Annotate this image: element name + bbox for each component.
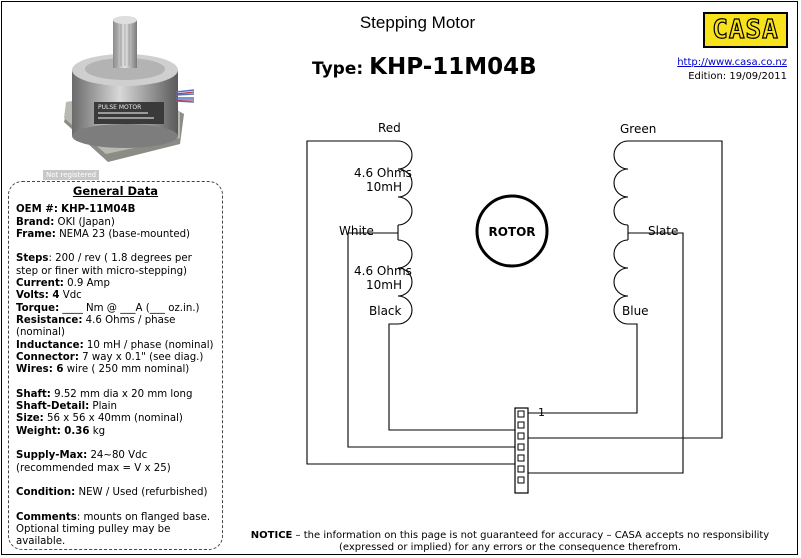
brand-row: Brand: OKI (Japan) — [16, 216, 115, 228]
wire-green-label: Green — [620, 122, 656, 136]
motor-bottom-rim — [72, 124, 178, 148]
wire-red-label: Red — [378, 121, 401, 135]
connector-pin-7 — [517, 476, 525, 484]
rotor-circle — [475, 194, 549, 268]
motor-shaft-end — [113, 16, 137, 24]
coil-1-winding — [397, 140, 413, 226]
coil-1-ohms: 4.6 Ohms — [354, 166, 412, 180]
motor-shaft-splines — [116, 22, 134, 66]
connector-pin-1 — [517, 410, 525, 418]
wire-slate — [528, 225, 684, 474]
general-data-heading: General Data — [72, 184, 159, 198]
resistance-row: Resistance: 4.6 Ohms / phase (nominal) — [16, 314, 176, 339]
connector-pin-5 — [517, 454, 525, 462]
volts-row: Volts: 4 Vdc — [16, 290, 82, 302]
general-data-panel: General Data OEM #: KHP-11M04B Brand: OK… — [8, 181, 223, 550]
page-title: Stepping Motor — [359, 13, 476, 32]
website-link[interactable]: http://www.casa.co.nz — [677, 57, 787, 68]
connector-pin-2 — [517, 421, 525, 429]
coil-2-inductance: 10mH — [366, 278, 402, 292]
inductance-row: Inductance: 10 mH / phase (nominal) — [16, 339, 214, 351]
connector-pin-4 — [517, 443, 525, 451]
wire-white — [347, 225, 516, 448]
motor-label-lines — [98, 112, 148, 114]
comments-row: Comments: mounts on flanged base. Option… — [16, 511, 211, 548]
frame-row: Frame: NEMA 23 (base-mounted) — [16, 228, 191, 240]
type-label: Type: — [312, 59, 364, 79]
coil-2-winding — [397, 239, 413, 325]
casa-logo: CASA — [703, 12, 788, 48]
connector-pin-3 — [517, 432, 525, 440]
type-line: Type:KHP-11M04B — [312, 54, 537, 80]
shaft-row: Shaft: 9.52 mm dia x 20 mm long — [16, 388, 193, 400]
current-row: Current: 0.9 Amp — [16, 278, 110, 290]
wire-slate-label: Slate — [648, 224, 678, 238]
casa-logo-text: CASA — [712, 14, 779, 45]
edition-date: Edition: 19/09/2011 — [688, 71, 787, 82]
motor-photo: PULSE MOTOR — [64, 16, 195, 162]
motor-top-inner — [85, 58, 165, 80]
wire-red — [306, 140, 516, 465]
wire-green — [528, 140, 723, 439]
wire-blue — [528, 323, 638, 414]
shaft-detail-row: Shaft-Detail: Plain — [16, 401, 117, 413]
wire-black-label: Black — [369, 304, 402, 318]
notice-text: NOTICE – the information on this page is… — [250, 530, 770, 553]
wire-blue-label: Blue — [622, 304, 649, 318]
oem-row: OEM #: KHP-11M04B — [16, 204, 136, 216]
coil-4-winding — [613, 239, 629, 325]
motor-wires — [175, 89, 195, 103]
motor-label-text: PULSE MOTOR — [98, 104, 141, 111]
coil-2-ohms: 4.6 Ohms — [354, 264, 412, 278]
coil-3-winding — [613, 140, 629, 226]
rotor-label: ROTOR — [488, 225, 535, 239]
motor-wires-2 — [175, 91, 195, 101]
coil-1-inductance: 10mH — [366, 180, 402, 194]
size-row: Size: 56 x 56 x 40mm (nominal) — [16, 413, 183, 425]
torque-row: Torque: ____ Nm @ ___A (___ oz.in.) — [16, 302, 200, 314]
wire-black — [388, 323, 516, 431]
motor-label-lines-2 — [98, 117, 154, 119]
connector-row: Connector: 7 way x 0.1" (see diag.) — [16, 351, 204, 363]
steps-row: Steps: 200 / rev ( 1.8 degrees per step … — [16, 253, 192, 277]
weight-row: Weight: 0.36 kg — [16, 425, 106, 437]
connector-pin-1-label: 1 — [538, 406, 545, 419]
type-value: KHP-11M04B — [369, 54, 537, 80]
wire-white-label: White — [339, 224, 374, 238]
connector-pin-6 — [517, 465, 525, 473]
wires-row: Wires: 6 wire ( 250 mm nominal) — [16, 364, 190, 376]
condition-row: Condition: NEW / Used (refurbished) — [16, 487, 208, 499]
photo-watermark: Not registered — [43, 170, 100, 180]
supply-row: Supply-Max: 24~80 Vdc (recommended max =… — [16, 450, 171, 474]
